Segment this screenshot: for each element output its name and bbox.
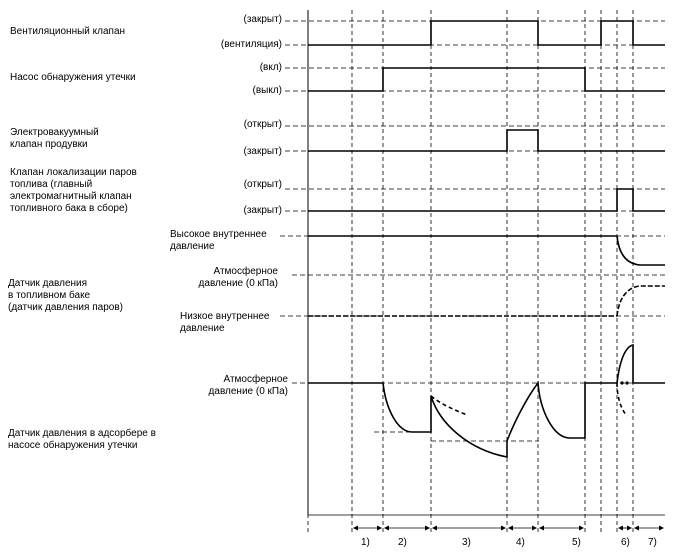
trace-canister-dashed-branch	[430, 395, 468, 416]
trace-canister-dashed-drop	[616, 382, 628, 417]
phase-arrowhead-right-3	[501, 525, 506, 531]
vapor-valve-state-closed: (закрыт)	[243, 205, 282, 216]
reference-lines	[280, 20, 665, 442]
trace-canister-pressure	[308, 344, 665, 458]
phase-arrowhead-right-7	[659, 525, 664, 531]
canister-dot-2	[625, 381, 629, 385]
phase-arrowhead-left-3	[432, 525, 437, 531]
phase-arrowhead-right-2	[425, 525, 430, 531]
phase-arrowhead-right-6	[627, 525, 632, 531]
phase-arrowhead-right-5	[579, 525, 584, 531]
vent-valve-state-closed: (закрыт)	[243, 14, 282, 25]
purge-valve-state-closed: (закрыт)	[243, 146, 282, 157]
vent-valve-state-vent: (вентиляция)	[220, 39, 282, 50]
phase-label-6: 6)	[621, 537, 630, 548]
vent-valve-name: Вентиляционный клапан	[10, 26, 126, 37]
phase-arrowhead-left-1	[353, 525, 358, 531]
signal-traces	[308, 20, 665, 458]
phase-label-1: 1)	[361, 537, 370, 548]
phase-arrowhead-left-4	[508, 525, 513, 531]
trace-tank-low-rise	[616, 285, 665, 317]
phase-label-4: 4)	[516, 537, 525, 548]
time-gridlines	[307, 10, 665, 535]
canister-dot-1	[620, 381, 624, 385]
trace-leak-pump	[308, 67, 665, 92]
trace-vent-valve	[308, 20, 665, 46]
leak-pump-state-off: (выкл)	[252, 85, 282, 96]
phase-arrowhead-left-5	[539, 525, 544, 531]
leak-pump-state-on: (вкл)	[259, 62, 282, 73]
phase-arrowhead-right-4	[532, 525, 537, 531]
purge-valve-state-open: (открыт)	[243, 119, 282, 130]
trace-purge-valve	[308, 129, 665, 152]
leak-pump-name: Насос обнаружения утечки	[10, 72, 136, 83]
trace-tank-high-drop	[616, 235, 665, 266]
phase-label-3: 3)	[462, 537, 471, 548]
phase-arrowhead-left-2	[384, 525, 389, 531]
vapor-valve-state-open: (открыт)	[243, 179, 282, 190]
phase-label-2: 2)	[398, 537, 407, 548]
phase-arrowhead-left-6	[618, 525, 623, 531]
phase-label-5: 5)	[572, 537, 581, 548]
phase-label-7: 7)	[648, 537, 657, 548]
trace-vapor-valve	[308, 188, 665, 212]
phase-arrowhead-right-1	[377, 525, 382, 531]
phase-arrowhead-left-7	[634, 525, 639, 531]
phase-arrows	[353, 525, 664, 531]
